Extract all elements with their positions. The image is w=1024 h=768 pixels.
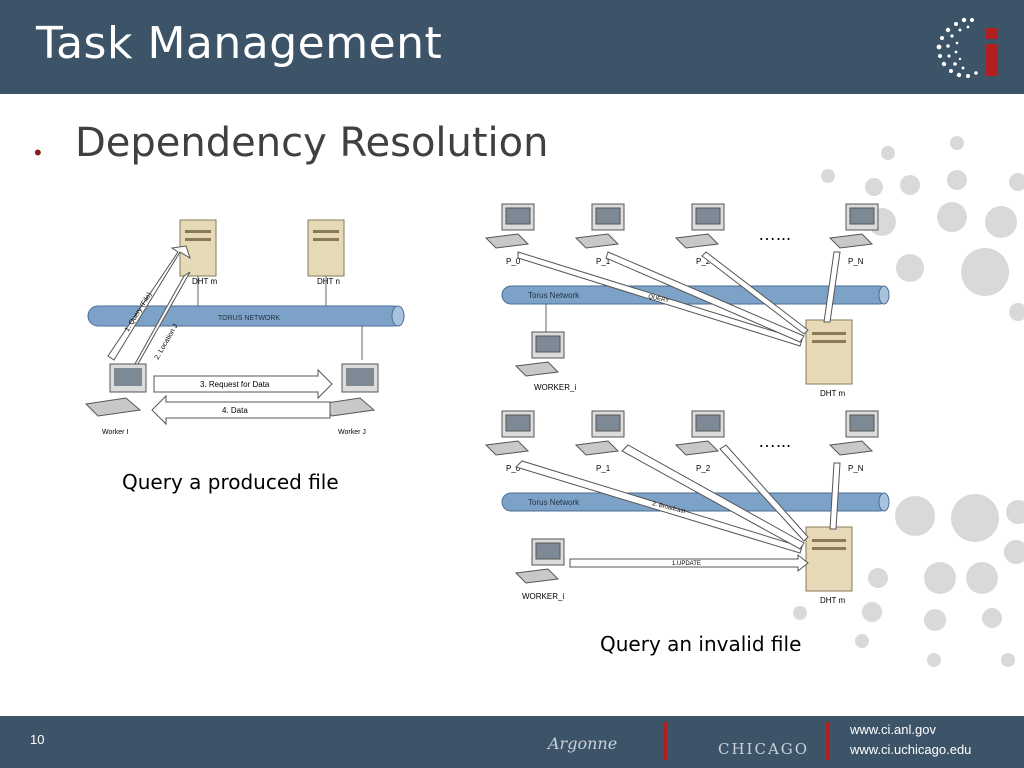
uchicago-logo: CHICAGO <box>718 740 810 758</box>
computer-icon <box>514 538 565 584</box>
computer-icon <box>828 203 879 249</box>
decorative-dots <box>793 136 1024 667</box>
server-icon <box>307 219 345 277</box>
label-p2: P_2 <box>696 257 711 266</box>
computer-icon <box>484 203 535 249</box>
computer-icon <box>828 410 879 456</box>
label-p1: P_1 <box>596 464 611 473</box>
diagram-query-produced-file: DHT m DHT n TORUS NETWORK 1. Query (File… <box>84 219 405 436</box>
computer-icon <box>84 363 147 417</box>
computer-icon <box>674 410 725 456</box>
label-request-data: 3. Request for Data <box>200 380 270 389</box>
label-worker-i: Worker I <box>102 429 128 436</box>
caption-query-produced-file: Query a produced file <box>122 470 339 494</box>
label-worker-i: WORKER_i <box>522 592 564 601</box>
footer-bar: 10 Argonne CHICAGO www.ci.anl.gov www.ci… <box>0 716 1024 768</box>
label-dht-n: DHT n <box>317 277 340 286</box>
label-torus-network: Torus Network <box>528 498 580 507</box>
ellipsis: …... <box>758 224 791 244</box>
label-torus-network: Torus Network <box>528 291 580 300</box>
label-p0: P_0 <box>506 464 521 473</box>
diagram-query-broadcast: P_0 P_1 P_2 P_N …... Torus Network DHT m… <box>484 203 890 398</box>
label-torus-network: TORUS NETWORK <box>218 315 280 322</box>
computer-icon <box>514 331 565 377</box>
computer-icon <box>484 410 535 456</box>
ci-logo-icon <box>936 17 998 78</box>
computer-icon <box>574 203 625 249</box>
slide-title: Task Management <box>36 18 443 69</box>
label-pn: P_N <box>848 257 864 266</box>
computer-icon <box>574 410 625 456</box>
server-icon <box>805 526 853 592</box>
bullet-dependency-resolution: Dependency Resolution <box>75 120 549 166</box>
diagram-broadcast-update: P_0 P_1 P_2 P_N …... Torus Network DHT m… <box>484 410 890 605</box>
label-query: QUERY <box>648 294 670 304</box>
label-dht-m: DHT m <box>820 389 846 398</box>
url-ci-anl[interactable]: www.ci.anl.gov <box>850 722 936 737</box>
bullet-icon: • <box>34 140 42 165</box>
caption-query-invalid-file: Query an invalid file <box>600 632 802 656</box>
server-icon <box>805 319 853 385</box>
page-number: 10 <box>30 732 45 747</box>
label-dht-m: DHT m <box>820 596 846 605</box>
label-pn: P_N <box>848 464 864 473</box>
label-worker-j: Worker J <box>338 429 366 436</box>
label-update: 1.UPDATE <box>672 561 701 567</box>
footer-separator <box>826 722 829 760</box>
label-p1: P_1 <box>596 257 611 266</box>
footer-separator <box>664 722 667 760</box>
label-p2: P_2 <box>696 464 711 473</box>
computer-icon <box>674 203 725 249</box>
url-ci-uchicago[interactable]: www.ci.uchicago.edu <box>850 742 972 757</box>
argonne-logo: Argonne <box>548 734 618 753</box>
header-bar: Task Management <box>0 0 1024 94</box>
label-worker-i: WORKER_i <box>534 383 576 392</box>
label-dht-m: DHT m <box>192 277 218 286</box>
ellipsis: …... <box>758 431 791 451</box>
label-p0: P_0 <box>506 257 521 266</box>
label-data: 4. Data <box>222 406 248 415</box>
